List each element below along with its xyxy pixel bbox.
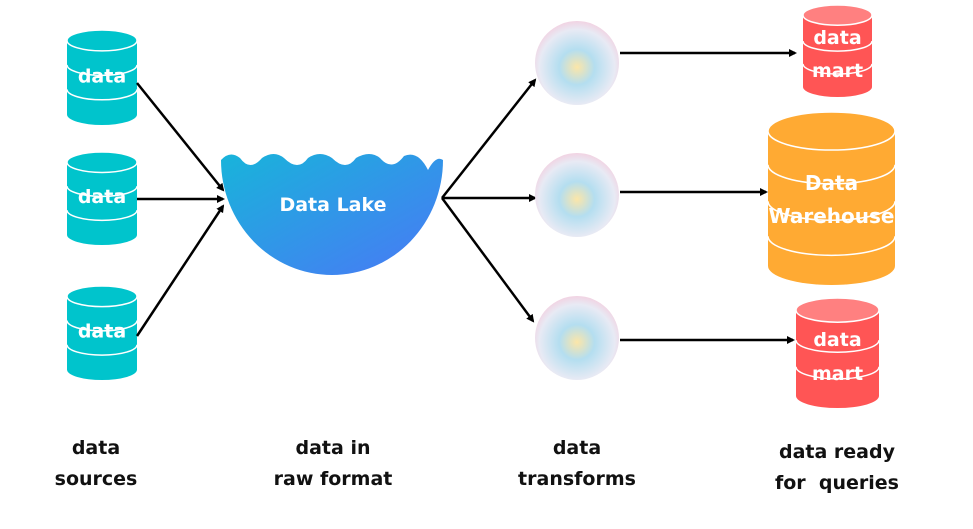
source-label: data (78, 186, 126, 208)
transform-orb-3 (535, 296, 619, 380)
mart-label-line1: data (813, 27, 861, 49)
mart-label-line2: mart (812, 363, 863, 385)
source-label: data (78, 65, 126, 87)
arrow-source1-lake (136, 82, 225, 192)
transform-orb-1 (535, 21, 619, 105)
arrow-lake-transform3 (440, 197, 535, 323)
source-cylinder-3: data (66, 285, 138, 380)
source-label: data (78, 321, 126, 343)
source-cylinder-2: data (66, 151, 138, 245)
caption-transforms-2: transforms (518, 468, 636, 490)
arrow-source3-lake (135, 204, 225, 337)
caption-ready-2: for queries (775, 472, 899, 494)
data-lake-label: Data Lake (279, 194, 386, 216)
caption-raw-1: data in (296, 437, 371, 459)
warehouse-label-line1: Data (805, 171, 858, 195)
caption-raw-2: raw format (274, 468, 393, 490)
arrow-lake-transform1 (441, 78, 537, 199)
warehouse-label-line2: Warehouse (769, 204, 895, 228)
data-lake: Data Lake (221, 154, 443, 275)
caption-sources-1: data (72, 437, 120, 459)
caption-ready-1: data ready (779, 441, 896, 463)
caption-sources-2: sources (55, 468, 138, 490)
mart-label-line1: data (813, 329, 861, 351)
source-cylinder-1: data (66, 29, 138, 125)
transform-orb-2 (535, 153, 619, 237)
data-mart-1: data mart (802, 4, 873, 97)
mart-label-line2: mart (812, 60, 863, 82)
caption-transforms-1: data (553, 437, 601, 459)
data-mart-2: data mart (795, 297, 880, 408)
